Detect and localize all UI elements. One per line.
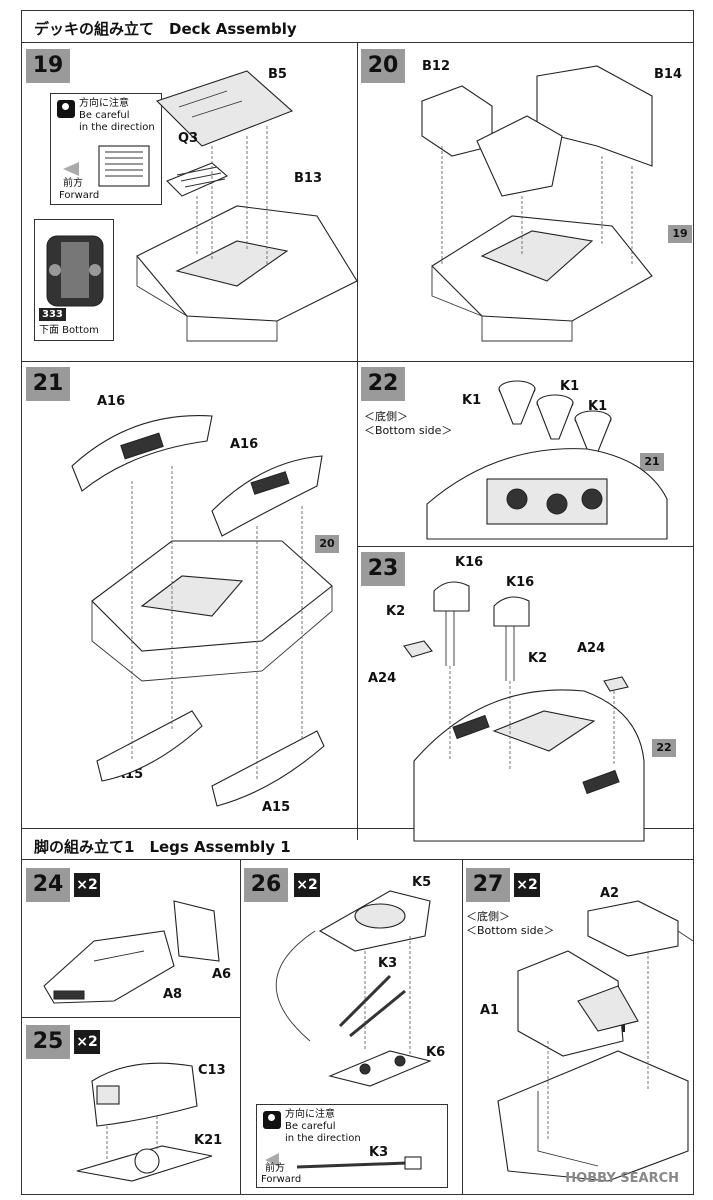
watermark: HOBBY SEARCH (565, 1171, 679, 1186)
forward-en: Forward (59, 190, 100, 201)
step27-drawing (497, 900, 694, 1182)
part-label: K1 (560, 379, 580, 394)
multiplier-badge: ×2 (74, 873, 100, 897)
divider (240, 860, 241, 1194)
ref-step-badge: 19 (668, 225, 692, 243)
step-number: 19 (26, 49, 70, 83)
part-label: K16 (455, 555, 484, 570)
caution-jp: 方向に注意 (79, 98, 129, 109)
divider (22, 1017, 240, 1018)
caution-box: 方向に注意 Be careful in the direction K3 前方 … (256, 1104, 448, 1188)
step23-drawing (403, 581, 645, 842)
bottom-view-box: 333 下面 Bottom (34, 219, 114, 341)
caution-en1: Be careful (285, 1121, 336, 1132)
instruction-sheet: デッキの組み立て Deck Assembly 脚の組み立て1 Legs Asse… (21, 10, 694, 1195)
forward-jp: 前方 (63, 178, 83, 189)
step-number: 23 (361, 552, 405, 586)
part-label: K3 (378, 956, 398, 971)
divider (357, 546, 693, 547)
step19-drawing (136, 70, 358, 342)
part-label: A16 (97, 394, 126, 409)
divider (357, 43, 358, 840)
part-label: Q3 (178, 131, 199, 146)
part-label: A15 (262, 800, 291, 815)
step24-drawing (43, 900, 220, 1004)
bottom-side-en: ＜Bottom side＞ (466, 924, 555, 937)
step26-drawing (275, 890, 432, 1087)
caution-box: 方向に注意 Be careful in the direction 前方 For… (50, 93, 162, 205)
part-label: K5 (412, 875, 432, 890)
caution-en2: in the direction (79, 122, 155, 133)
step-number: 25 (26, 1025, 70, 1059)
ref-step-badge: 21 (640, 453, 664, 471)
bottom-side-en: ＜Bottom side＞ (364, 424, 453, 437)
section-title: デッキの組み立て Deck Assembly (34, 20, 297, 38)
part-label: B14 (654, 67, 682, 82)
part-label: C13 (198, 1063, 226, 1078)
part-label: A24 (577, 641, 606, 656)
caution-icon (263, 1111, 281, 1129)
multiplier-badge: ×2 (74, 1030, 100, 1054)
part-label: A2 (600, 886, 620, 901)
multiplier-badge: ×2 (514, 873, 540, 897)
part-label: K1 (588, 399, 608, 414)
bottom-side-jp: ＜底側＞ (364, 410, 408, 423)
step-number: 24 (26, 868, 70, 902)
step25-drawing (76, 1062, 213, 1182)
bottom-view-drawing (46, 235, 104, 307)
part-label: K3 (369, 1145, 389, 1160)
part-label: A6 (212, 967, 232, 982)
step-number: 26 (244, 868, 288, 902)
bottom-label: 下面 Bottom (39, 325, 99, 336)
part-label: B12 (422, 59, 450, 74)
step22-drawing (426, 380, 668, 540)
step-number: 22 (361, 367, 405, 401)
section-title: 脚の組み立て1 Legs Assembly 1 (34, 838, 291, 856)
part-label: A16 (230, 437, 259, 452)
part-label: A24 (368, 671, 397, 686)
forward-en: Forward (261, 1174, 302, 1185)
ref-step-badge: 20 (315, 535, 339, 553)
caution-icon (57, 100, 75, 118)
part-label: K2 (528, 651, 548, 666)
part-label: A8 (163, 987, 183, 1002)
part-label: K2 (386, 604, 406, 619)
step-number: 27 (466, 868, 510, 902)
grille-part-icon (63, 145, 150, 187)
section-header-legs: 脚の組み立て1 Legs Assembly 1 (22, 828, 693, 860)
step21-drawing (71, 415, 333, 807)
part-label: K21 (194, 1133, 223, 1148)
divider (22, 361, 693, 362)
section-header-deck: デッキの組み立て Deck Assembly (22, 11, 693, 43)
part-label: B13 (294, 171, 322, 186)
caution-jp: 方向に注意 (285, 1109, 335, 1120)
caution-en2: in the direction (285, 1133, 361, 1144)
part-label: B5 (268, 67, 287, 82)
part-label: K16 (506, 575, 535, 590)
part-badge: 333 (39, 308, 66, 321)
bottom-side-jp: ＜底側＞ (466, 910, 510, 923)
part-label: K1 (462, 393, 482, 408)
divider (462, 860, 463, 1194)
step20-drawing (421, 65, 653, 342)
multiplier-badge: ×2 (294, 873, 320, 897)
arrow-and-part-icon (265, 1153, 422, 1170)
forward-jp: 前方 (265, 1163, 285, 1174)
part-label: A1 (480, 1003, 500, 1018)
part-label: K6 (426, 1045, 446, 1060)
step-number: 21 (26, 367, 70, 401)
caution-en1: Be careful (79, 110, 130, 121)
step-number: 20 (361, 49, 405, 83)
ref-step-badge: 22 (652, 739, 676, 757)
